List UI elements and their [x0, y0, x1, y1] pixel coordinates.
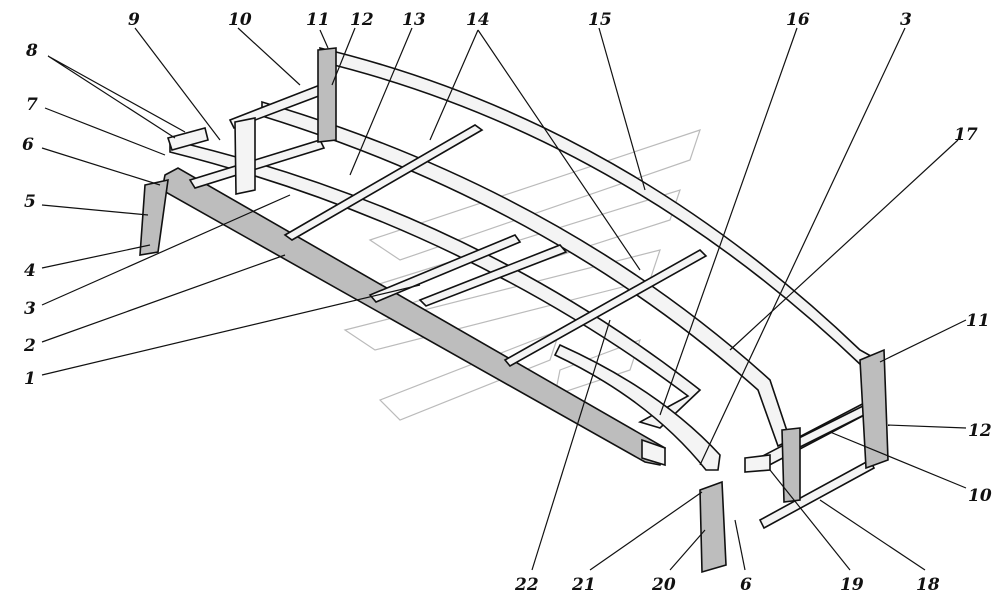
callout-13: 13	[402, 10, 426, 30]
cross-members	[188, 83, 876, 530]
callout-9: 9	[128, 10, 140, 30]
callout-3-top: 3	[900, 10, 912, 30]
callout-6: 6	[22, 135, 34, 155]
callout-10: 10	[228, 10, 252, 30]
callout-22: 22	[514, 575, 539, 595]
callout-19: 19	[840, 575, 864, 595]
callout-1: 1	[24, 369, 36, 389]
leader-lines	[41, 27, 967, 571]
secondary-arc-beam	[553, 343, 721, 471]
callout-3: 3	[24, 299, 36, 319]
callout-11: 11	[306, 10, 330, 30]
callout-5: 5	[24, 192, 36, 212]
callout-2: 2	[23, 336, 36, 356]
callout-10-right: 10	[968, 486, 992, 506]
callout-12-right: 12	[968, 421, 992, 441]
posts	[139, 47, 889, 574]
callout-21: 21	[571, 575, 596, 595]
callout-8: 8	[25, 41, 38, 61]
callouts-right: 17 11 12 10	[954, 125, 992, 506]
callout-11-right: 11	[966, 311, 990, 331]
callouts-bottom: 22 21 20 6 19 18	[514, 575, 940, 595]
callout-16: 16	[786, 10, 810, 30]
callouts-top: 9 10 11 12 13 14 15 16 3	[128, 10, 912, 30]
callout-6-bottom: 6	[740, 575, 752, 595]
callout-4: 4	[24, 261, 36, 281]
callout-18: 18	[916, 575, 940, 595]
callout-7: 7	[26, 95, 38, 115]
callouts-left: 8 7 6 5 4 3 2 1	[22, 41, 38, 389]
callout-20: 20	[651, 575, 676, 595]
callout-17: 17	[954, 125, 978, 145]
callout-15: 15	[588, 10, 612, 30]
callout-12: 12	[350, 10, 374, 30]
callout-14: 14	[466, 10, 490, 30]
